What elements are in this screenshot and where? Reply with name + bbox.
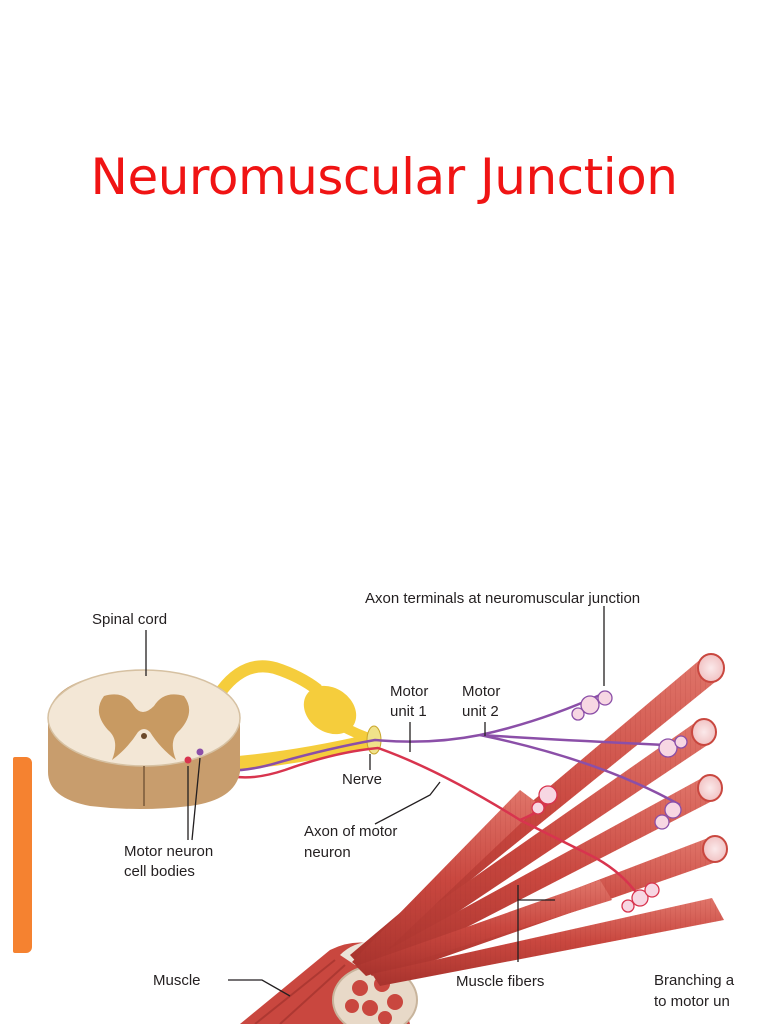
label-motor-unit-1-line1: Motor xyxy=(390,683,428,700)
label-muscle: Muscle xyxy=(153,972,201,989)
label-axon-of-motor-line1: Axon of motor xyxy=(304,823,397,840)
motor-unit-diagram: Spinal cord Axon terminals at neuromuscu… xyxy=(47,590,735,1024)
label-motor-unit-2-line2: unit 2 xyxy=(462,703,499,720)
label-motor-unit-2-line1: Motor xyxy=(462,683,500,700)
label-nerve: Nerve xyxy=(342,771,382,788)
axons xyxy=(187,693,681,896)
axon-terminals xyxy=(571,690,688,830)
muscle-fibers xyxy=(350,653,728,986)
accent-bar xyxy=(13,757,32,953)
label-muscle-fibers: Muscle fibers xyxy=(456,973,544,990)
label-branching-line1: Branching a xyxy=(654,972,735,989)
muscle-fiber xyxy=(352,790,540,972)
muscle-fiber xyxy=(356,880,612,976)
label-axon-of-motor-line2: neuron xyxy=(304,844,351,861)
spinal-cord-section xyxy=(47,669,241,809)
muscle-fiber xyxy=(372,898,724,986)
label-motor-unit-1-line2: unit 1 xyxy=(390,703,427,720)
label-motor-neuron-line2: cell bodies xyxy=(124,863,195,880)
axon-terminals-unit-1 xyxy=(531,785,660,913)
muscle-fiber xyxy=(362,774,723,976)
slide-title: Neuromuscular Junction xyxy=(90,148,678,206)
label-axon-terminals: Axon terminals at neuromuscular junction xyxy=(365,590,640,607)
label-branching-line2: to motor un xyxy=(654,993,730,1010)
label-motor-neuron-line1: Motor neuron xyxy=(124,843,213,860)
muscle-fiber xyxy=(356,718,717,972)
leader-lines xyxy=(145,606,605,997)
label-spinal-cord: Spinal cord xyxy=(92,611,167,628)
